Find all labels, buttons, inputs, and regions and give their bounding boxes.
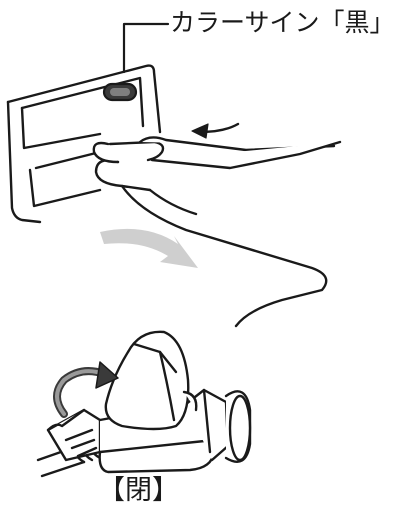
gas-valve	[38, 332, 250, 476]
color-sign-label: カラーサイン「黒」	[170, 6, 395, 40]
push-arrow-icon	[192, 124, 238, 138]
color-sign-indicator	[104, 84, 136, 100]
valve-closed-label: 【閉】	[98, 473, 179, 509]
